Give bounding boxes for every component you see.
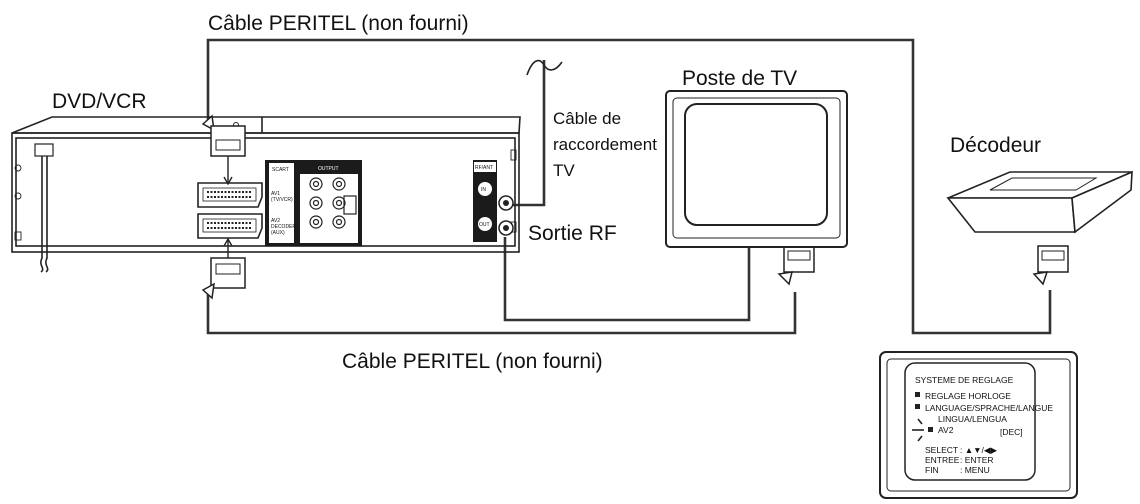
rf-out-jack: [498, 220, 514, 236]
label-cable-top: Câble PERITEL (non fourni): [208, 12, 469, 35]
osd-key-select-value: : ▲▼/◀▶: [960, 445, 997, 455]
osd-title: SYSTEME DE REGLAGE: [915, 375, 1014, 385]
osd-item-av2: AV2: [938, 425, 954, 435]
panel-rf-label: RF/ANT: [475, 165, 493, 171]
scart-socket-av1: [197, 182, 263, 208]
dvd-vcr-unit: SCART AV1 (TV/VCR) AV2 DECODER (AUX) OUT…: [11, 116, 521, 273]
osd-screen: SYSTEME DE REGLAGE REGLAGE HORLOGE LANGU…: [879, 351, 1078, 499]
scart-cable-top: [206, 38, 1052, 335]
osd-key-exit-value: : MENU: [960, 465, 990, 475]
label-antenna-cable-1: Câble de: [553, 109, 621, 128]
label-rf-out: Sortie RF: [528, 222, 617, 245]
scart-plug-decoder: [1032, 245, 1069, 286]
antenna-cable: [512, 60, 546, 207]
scart-plug-top: [201, 114, 246, 186]
panel-out-label: OUT: [479, 222, 490, 228]
osd-item-language-sub: LINGUA/LENGUA: [938, 414, 1007, 424]
scart-cable-bottom: [206, 292, 797, 335]
label-antenna-cable-2: raccordement: [553, 135, 657, 154]
rf-in-jack: [498, 195, 514, 211]
decoder-box: [946, 170, 1133, 234]
osd-item-clock: REGLAGE HORLOGE: [925, 391, 1011, 401]
output-jacks: [309, 177, 357, 229]
label-antenna-cable-3: TV: [553, 161, 575, 180]
scart-plug-tv: [777, 245, 815, 286]
scart-socket-av2: [197, 213, 263, 239]
scart-plug-bottom: [201, 237, 246, 300]
osd-item-language: LANGUAGE/SPRACHE/LANGUE: [925, 403, 1053, 413]
panel-av1-label: AV1: [271, 191, 280, 197]
label-dvd-vcr: DVD/VCR: [52, 90, 147, 113]
osd-key-select: SELECT: [925, 445, 958, 455]
panel-in-label: IN: [481, 187, 486, 193]
label-decoder: Décodeur: [950, 134, 1041, 157]
panel-scart-label: SCART: [272, 167, 289, 173]
panel-output-label: OUTPUT: [318, 166, 339, 172]
panel-av2-label: AV2: [271, 218, 280, 224]
antenna-cable-end: [526, 59, 563, 76]
osd-item-av2-value: [DEC]: [1000, 427, 1023, 437]
osd-key-enter-value: : ENTER: [960, 455, 994, 465]
label-cable-bottom: Câble PERITEL (non fourni): [342, 350, 603, 373]
panel-av2-sub: DECODER: [271, 224, 296, 230]
label-tv: Poste de TV: [682, 67, 797, 90]
osd-key-exit: FIN: [925, 465, 939, 475]
tv-set: [665, 90, 848, 248]
rf-cable: [503, 237, 751, 322]
osd-key-enter: ENTREE: [925, 455, 960, 465]
panel-av2-sub2: (AUX): [271, 230, 285, 236]
selection-pointer-icon: [912, 418, 924, 442]
panel-av1-sub: (TV/VCR): [271, 197, 293, 203]
